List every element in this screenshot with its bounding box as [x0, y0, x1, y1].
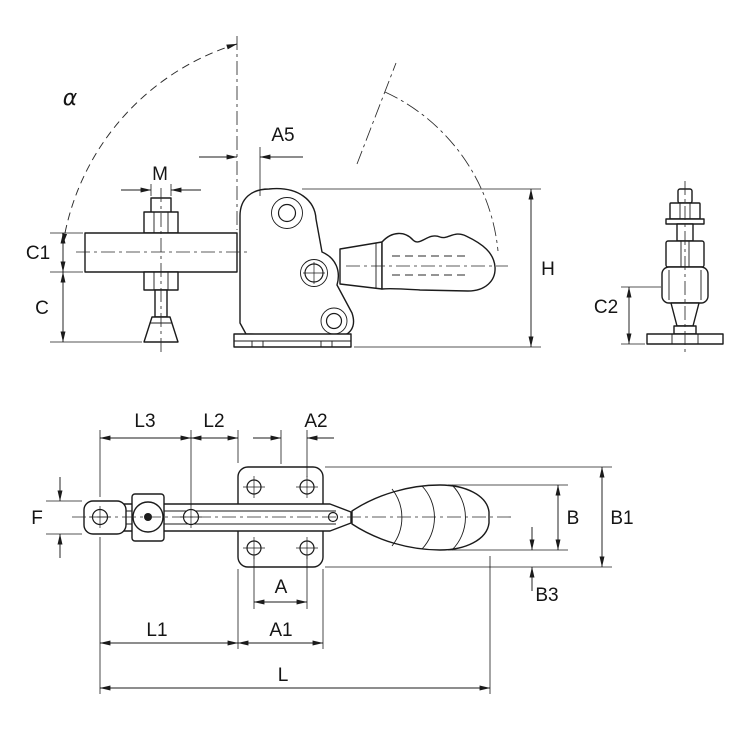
- dim-label-b: B: [567, 508, 580, 529]
- dim-label-a5: A5: [271, 125, 294, 146]
- swing-angle-arc: [62, 43, 238, 245]
- dim-label-l: L: [278, 665, 289, 686]
- dim-b: B: [448, 484, 580, 551]
- body-lower-hole: [325, 312, 343, 330]
- plan-view: L3 L2 A2 F B: [31, 411, 634, 694]
- dim-label-b1: B1: [610, 508, 633, 529]
- dim-c: C: [35, 271, 142, 343]
- dim-label-m: M: [152, 164, 168, 185]
- dim-label-c: C: [35, 298, 49, 319]
- dim-label-a2: A2: [304, 411, 327, 432]
- dim-c2: C2: [594, 286, 661, 345]
- dim-f: F: [31, 477, 82, 558]
- dim-label-f: F: [31, 508, 43, 529]
- dim-b1: B1: [325, 466, 634, 568]
- dim-h: H: [302, 188, 555, 348]
- dim-a1: A1: [237, 569, 324, 649]
- handle-grip: [381, 232, 496, 292]
- dim-label-a1: A1: [269, 620, 292, 641]
- dim-b3: B3: [529, 527, 559, 606]
- dim-a: A: [253, 556, 308, 609]
- dim-label-a: A: [275, 577, 288, 598]
- dim-l1: L1: [99, 537, 239, 694]
- handle-path-arc: [384, 91, 499, 252]
- dim-c1: C1: [26, 232, 83, 273]
- dim-label-c2: C2: [594, 297, 618, 318]
- dim-label-l2: L2: [203, 411, 224, 432]
- dim-a2: A2: [253, 411, 334, 477]
- clamp-body: [239, 187, 355, 337]
- end-view: C2: [594, 181, 724, 353]
- dim-m: M: [121, 164, 201, 196]
- dim-label-l3: L3: [134, 411, 155, 432]
- dim-label-alpha: α: [63, 86, 78, 111]
- dim-l2: L2: [190, 411, 239, 463]
- dim-label-l1: L1: [146, 620, 167, 641]
- raised-handle-axis: [356, 62, 397, 165]
- dim-label-h: H: [541, 259, 555, 280]
- dim-l: L: [99, 556, 491, 694]
- body-top-hole: [277, 203, 297, 223]
- dim-a5: A5: [199, 125, 303, 196]
- handle-grip-plan: [351, 484, 490, 551]
- dim-label-c1: C1: [26, 243, 50, 264]
- side-view: α M A5 C1 C: [26, 36, 555, 356]
- dim-label-b3: B3: [535, 585, 558, 606]
- dim-l3: L3: [99, 411, 192, 506]
